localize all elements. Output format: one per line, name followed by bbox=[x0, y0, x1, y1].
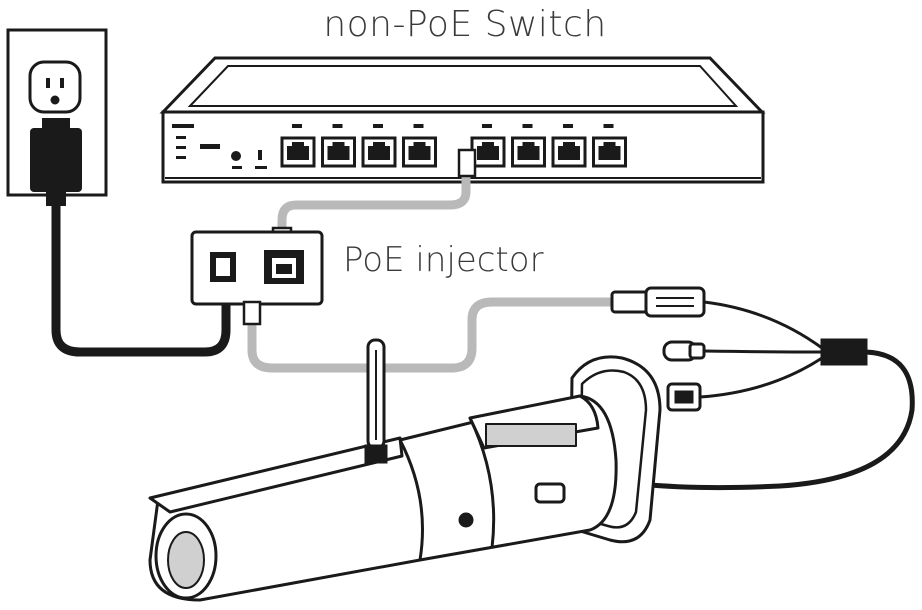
poe-injector-icon bbox=[192, 232, 322, 304]
bullet-camera-icon bbox=[150, 357, 660, 600]
antenna-icon bbox=[366, 340, 386, 462]
rj45-plug-injector-out bbox=[244, 302, 260, 324]
rj45-plug-switch-end bbox=[459, 150, 475, 176]
ethernet-cable-injector-camera bbox=[252, 302, 612, 368]
